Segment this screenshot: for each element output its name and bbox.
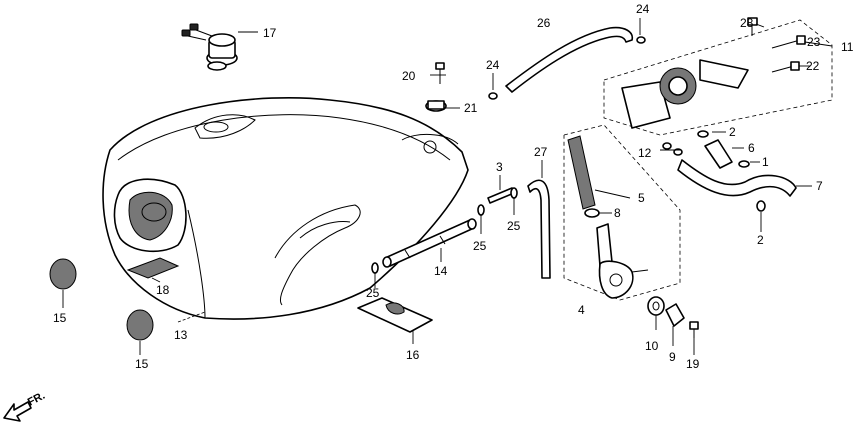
cushion-15b — [126, 309, 154, 341]
cushion-15a — [49, 258, 77, 290]
label-9: 9 — [669, 350, 676, 364]
label-14: 14 — [434, 264, 448, 278]
tank-script-decal — [274, 204, 361, 306]
valve-assembly-box — [563, 124, 681, 301]
clip-12b — [673, 148, 683, 156]
fuel-pump — [621, 59, 749, 129]
strainer-5 — [567, 135, 596, 210]
label-19: 19 — [686, 357, 700, 371]
fuel-pump-box — [603, 19, 833, 136]
clip-12a — [662, 142, 672, 150]
bolt-22 — [771, 61, 800, 73]
label-4: 4 — [578, 303, 585, 317]
label-7: 7 — [816, 179, 823, 193]
breather-hose-26 — [505, 26, 634, 93]
label-17: 17 — [263, 26, 277, 40]
label-2-top: 2 — [729, 125, 736, 139]
bolt-20 — [435, 62, 445, 84]
pad-18 — [126, 257, 180, 279]
label-13: 13 — [174, 328, 188, 342]
mounting-rod-14 — [382, 218, 477, 268]
label-8: 8 — [614, 206, 621, 220]
label-25-bottom: 25 — [366, 286, 380, 300]
knob-9 — [665, 303, 685, 327]
joint-pipe-6 — [704, 139, 733, 169]
label-2-bottom: 2 — [757, 233, 764, 247]
label-10: 10 — [645, 339, 659, 353]
label-15-left: 15 — [53, 311, 67, 325]
o-ring-1 — [738, 160, 750, 168]
grommet-21 — [425, 100, 447, 112]
label-28: 28 — [740, 16, 754, 30]
label-16: 16 — [406, 348, 420, 362]
label-21: 21 — [464, 101, 478, 115]
washer-10 — [647, 296, 665, 316]
clamp-2a — [697, 130, 709, 138]
label-5: 5 — [638, 191, 645, 205]
tank-emblem — [194, 114, 256, 139]
leader-lines — [62, 18, 833, 355]
label-6: 6 — [748, 141, 755, 155]
screw-19 — [689, 321, 699, 338]
label-20: 20 — [402, 69, 416, 83]
part-labels: 17 26 24 28 23 11 22 20 24 21 2 6 12 27 … — [53, 2, 854, 371]
clip-25a — [477, 204, 485, 216]
label-3: 3 — [496, 160, 503, 174]
label-18: 18 — [156, 283, 170, 297]
label-26: 26 — [537, 16, 551, 30]
fuel-valve-4 — [596, 223, 649, 299]
front-direction-indicator: FR. — [3, 390, 47, 422]
clamp-24a — [636, 36, 646, 44]
clip-3 — [487, 187, 515, 204]
bracket-16 — [357, 297, 433, 333]
label-1: 1 — [762, 155, 769, 169]
label-23: 23 — [807, 35, 821, 49]
label-25-right: 25 — [507, 219, 521, 233]
label-24-mid: 24 — [486, 58, 500, 72]
clamp-24b — [488, 92, 498, 100]
clamp-2b — [756, 200, 766, 212]
hose-27 — [527, 179, 551, 279]
label-25-left: 25 — [473, 239, 487, 253]
front-direction-label: FR. — [26, 390, 47, 409]
o-ring-8 — [584, 208, 600, 218]
front-arrow-icon — [3, 401, 32, 422]
fuel-cap-assembly — [181, 23, 238, 71]
label-24-top: 24 — [636, 2, 650, 16]
label-12: 12 — [638, 146, 652, 160]
bolt-23 — [771, 35, 806, 49]
label-27: 27 — [534, 145, 548, 159]
fuel-hose-7 — [677, 159, 797, 197]
label-22: 22 — [806, 59, 820, 73]
screw-28 — [747, 17, 758, 36]
label-15-right: 15 — [135, 357, 149, 371]
label-11: 11 — [841, 40, 854, 54]
clip-25b — [510, 187, 518, 199]
clip-25c — [371, 262, 379, 274]
